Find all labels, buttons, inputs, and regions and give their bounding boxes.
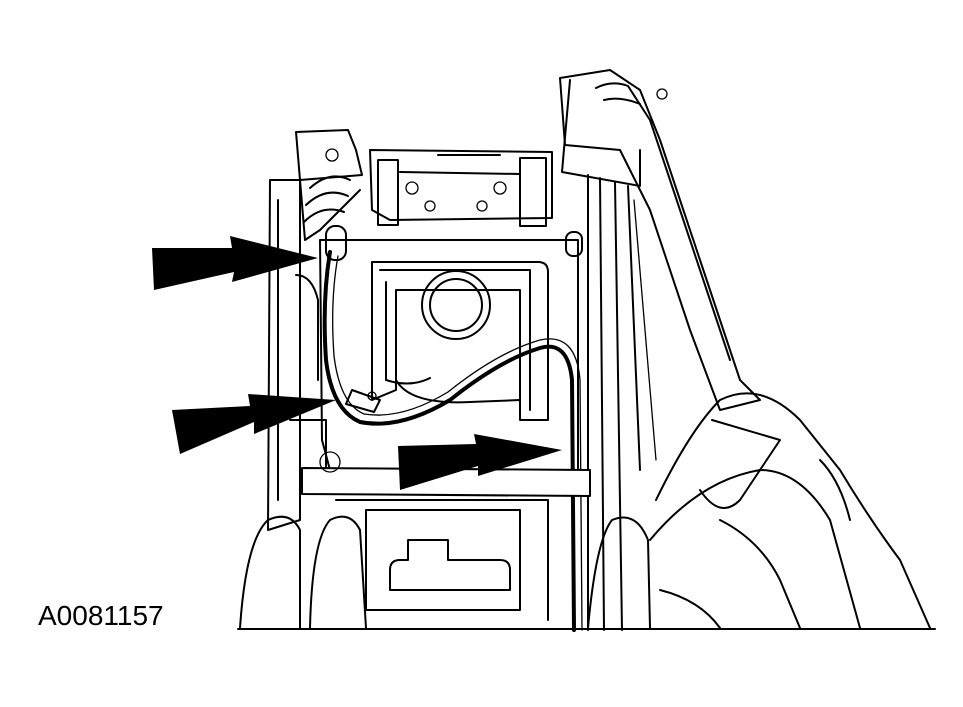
seat-frame-right-rail [587,174,657,631]
wiring-harness [322,250,583,632]
arrow-upper-left [152,236,318,290]
seat-cushion-fabric [649,392,931,629]
seat-back-pan [319,225,583,471]
lower-seat-structure [239,451,651,629]
upper-mounting-bracket [369,149,553,227]
figure-id-label: A0081157 [38,600,164,631]
arrow-middle-left [172,394,336,454]
seat-belt-assembly [559,69,761,411]
arrow-lower-right [398,434,562,490]
